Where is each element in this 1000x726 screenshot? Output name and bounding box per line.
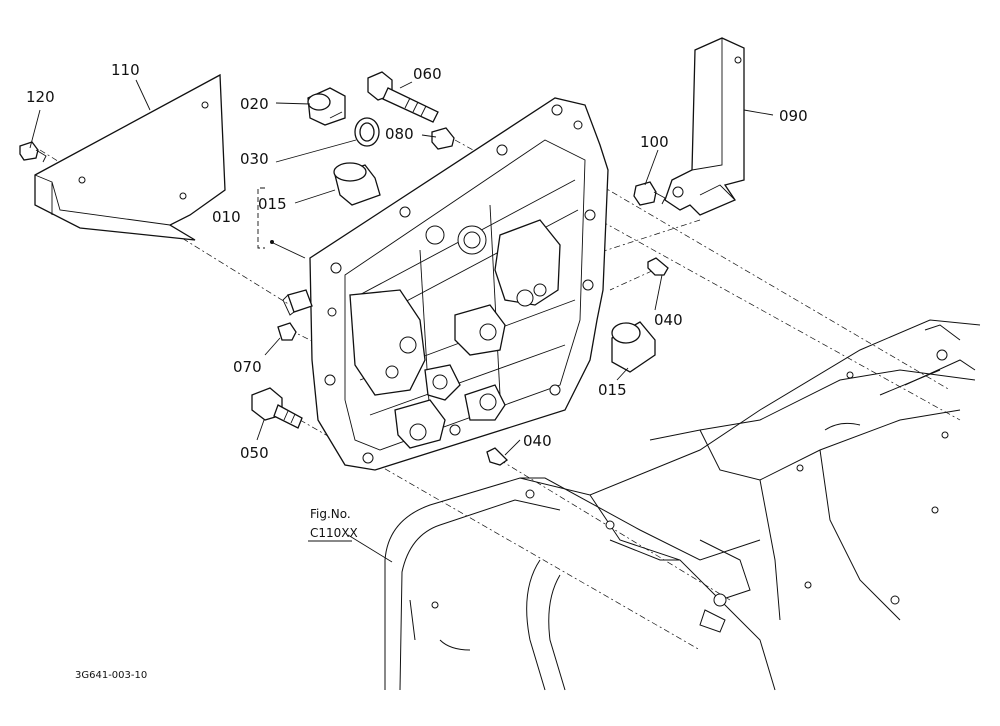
label-040-right: 040 [654,311,683,329]
bracket-090 [664,37,745,216]
label-070: 070 [233,358,262,376]
label-100: 100 [640,133,669,151]
figure-ref-title: Fig.No. [310,507,351,521]
figure-ref-number: C110XX [310,526,358,540]
pin-040-bottom [486,447,509,466]
bushing-015-upper [333,162,381,206]
bushing-015-lower [611,321,656,373]
label-120: 120 [26,88,55,106]
bolt-060 [367,71,439,123]
plug-020 [307,87,346,126]
part-labels: 110 120 020 060 030 080 015 010 090 100 … [26,61,808,462]
plug-080 [431,127,455,150]
label-060: 060 [413,65,442,83]
bracket-110 [34,73,226,241]
valve-plate-assembly [282,97,609,471]
label-040-bottom: 040 [523,432,552,450]
transmission-housing [384,319,981,691]
bolt-100 [633,181,666,206]
label-030: 030 [240,150,269,168]
plug-070 [277,322,297,341]
pin-040-right [647,257,669,276]
label-015-lower: 015 [598,381,627,399]
label-090: 090 [779,107,808,125]
figure-reference: Fig.No. C110XX [308,507,358,542]
label-050: 050 [240,444,269,462]
bolt-120 [19,141,47,163]
leader-lines [29,79,774,563]
label-110: 110 [111,61,140,79]
label-080: 080 [385,125,414,143]
bolt-050 [251,387,303,429]
label-015-upper: 015 [258,195,287,213]
label-010: 010 [212,208,241,226]
drawing-code: 3G641-003-10 [75,670,147,681]
label-020: 020 [240,95,269,113]
washer-030 [354,117,380,147]
